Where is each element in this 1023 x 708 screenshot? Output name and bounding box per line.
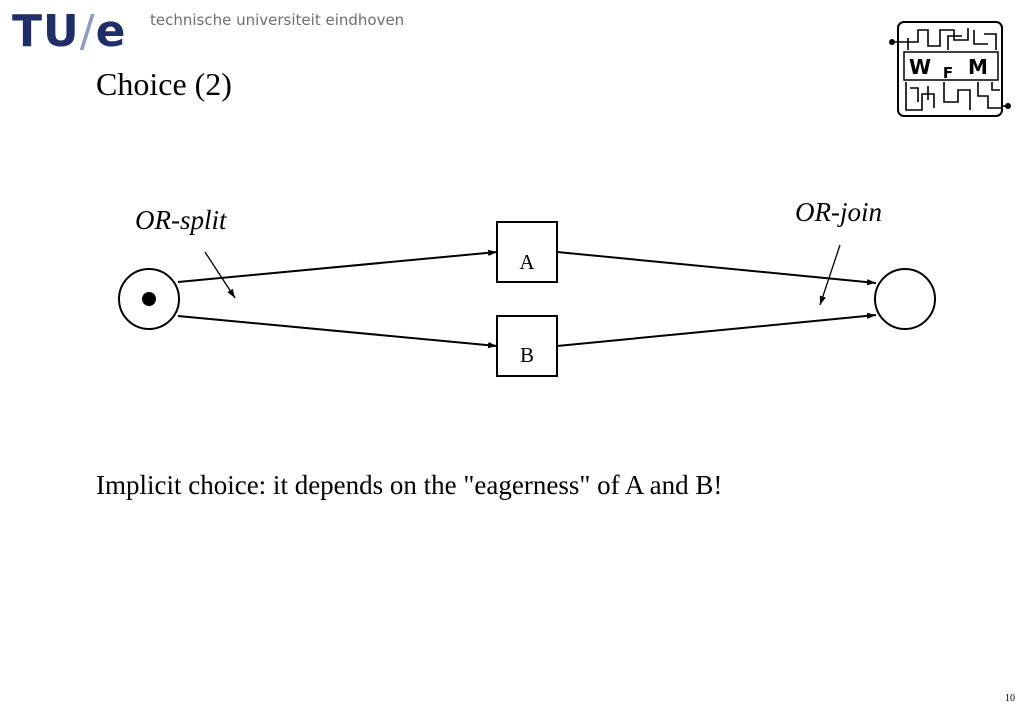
slide-title: Choice (2)	[96, 66, 232, 102]
arc-p1-to-a	[177, 249, 498, 283]
slide-caption: Implicit choice: it depends on the "eage…	[96, 470, 723, 500]
transition-a-label: A	[519, 250, 535, 274]
wfm-logo: W F M	[889, 21, 1011, 117]
arc-a-to-p2	[556, 251, 877, 286]
wfm-letter-f: F	[943, 64, 953, 82]
page-number: 10	[1005, 693, 1015, 704]
token	[142, 292, 156, 306]
logo-slash: /	[79, 6, 96, 57]
wfm-letter-w: W	[909, 55, 931, 79]
wfm-logo-frame	[897, 21, 1003, 117]
wfm-letter-m: M	[968, 55, 988, 79]
or-split-label: OR-split	[135, 205, 228, 235]
wfm-logo-dot-left	[889, 39, 895, 45]
or-join-pointer	[819, 244, 841, 306]
transition-a	[496, 221, 558, 283]
transition-b	[496, 315, 558, 377]
wfm-logo-maze	[892, 28, 1002, 111]
or-split-pointer	[204, 251, 236, 299]
tue-logo-mark: TU/e	[12, 10, 126, 54]
or-join-label: OR-join	[795, 197, 882, 227]
place-end	[874, 268, 936, 330]
university-name: technische universiteit eindhoven	[150, 11, 405, 29]
transition-b-label: B	[520, 343, 534, 367]
arc-p1-to-b	[177, 315, 498, 349]
logo-e: e	[95, 6, 127, 57]
logo-tu: TU	[12, 6, 80, 57]
arc-b-to-p2	[556, 312, 877, 347]
wfm-logo-band	[903, 51, 999, 81]
tue-logo: TU/e	[12, 10, 126, 54]
